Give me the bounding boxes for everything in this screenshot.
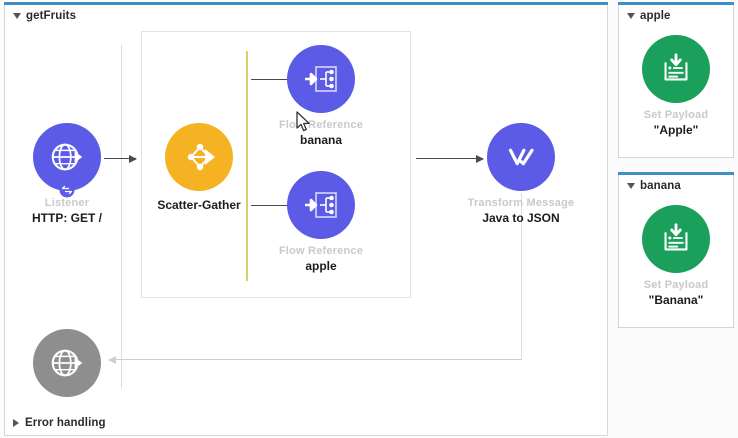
set-payload-banana-circle[interactable] [642,205,710,273]
chevron-down-icon[interactable] [13,13,21,19]
node-listener[interactable]: Listener HTTP: GET / [7,123,127,225]
set-payload-apple-circle[interactable] [642,35,710,103]
return-path-vertical [521,193,522,359]
set-payload-banana-type-label: Set Payload [643,279,709,291]
transform-message-name-label: Java to JSON [482,211,560,225]
return-path-horizontal [108,355,522,364]
globe-icon [48,344,86,382]
transform-message-type-label: Transform Message [467,197,575,209]
flow-title: getFruits [26,10,77,22]
flow-guide-line [121,45,122,388]
set-payload-apple-name-label: "Apple" [653,123,699,137]
panel-accent-bar [618,172,734,175]
flow-header-getfruits[interactable]: getFruits [5,6,76,26]
subflow-title-apple: apple [640,10,671,22]
transform-message-icon [502,138,540,176]
chevron-down-icon[interactable] [627,183,635,189]
flow-reference-apple-type-label: Flow Reference [278,245,364,257]
panel-accent-bar [618,2,734,5]
scatter-gather-name-label: Scatter-Gather [157,198,241,212]
listener-circle[interactable] [33,123,101,198]
globe-icon [48,138,86,176]
node-set-payload-apple[interactable]: Set Payload "Apple" [619,35,733,137]
chevron-right-icon[interactable] [13,419,19,427]
flow-header-apple[interactable]: apple [619,6,671,26]
set-payload-apple-type-label: Set Payload [643,109,709,121]
error-handling-label: Error handling [25,417,106,429]
chevron-down-icon[interactable] [627,13,635,19]
http-response-circle[interactable] [33,329,101,397]
flow-panel-banana[interactable]: banana Set Payload "Banana" [618,172,734,328]
flow-reference-banana-circle[interactable] [287,45,355,113]
flow-panel-getfruits[interactable]: getFruits [4,2,608,436]
arrow-container-to-transform [416,154,484,163]
error-handling-section[interactable]: Error handling [13,417,106,429]
flow-panel-apple[interactable]: apple Set Payload "Apple" [618,2,734,158]
panel-accent-bar [4,2,608,5]
flow-reference-icon [301,59,341,99]
flow-header-banana[interactable]: banana [619,176,681,196]
set-payload-banana-name-label: "Banana" [648,293,704,307]
node-flow-reference-apple[interactable]: Flow Reference apple [261,171,381,273]
scatter-gather-circle[interactable] [165,123,233,191]
scatter-gather-icon [179,137,219,177]
listener-badge-icon [59,182,75,198]
node-transform-message[interactable]: Transform Message Java to JSON [461,123,581,225]
flow-reference-apple-name-label: apple [305,259,337,273]
flow-reference-banana-name-label: banana [299,133,342,147]
flow-reference-apple-circle[interactable] [287,171,355,239]
set-payload-icon [657,220,695,258]
node-set-payload-banana[interactable]: Set Payload "Banana" [619,205,733,307]
set-payload-icon [657,50,695,88]
scatter-gather-divider [246,51,248,281]
node-http-response[interactable] [7,329,127,403]
listener-type-label: Listener [44,197,90,209]
node-flow-reference-banana[interactable]: Flow Reference banana [261,45,381,147]
subflow-title-banana: banana [640,180,681,192]
listener-name-label: HTTP: GET / [32,211,102,225]
flow-reference-banana-type-label: Flow Reference [278,119,364,131]
flow-canvas: Listener HTTP: GET / [5,3,607,435]
node-scatter-gather[interactable]: Scatter-Gather [139,123,259,212]
transform-message-circle[interactable] [487,123,555,191]
flow-reference-icon [301,185,341,225]
mouse-pointer-icon [296,111,312,133]
arrow-listener-to-scatter [104,154,137,163]
